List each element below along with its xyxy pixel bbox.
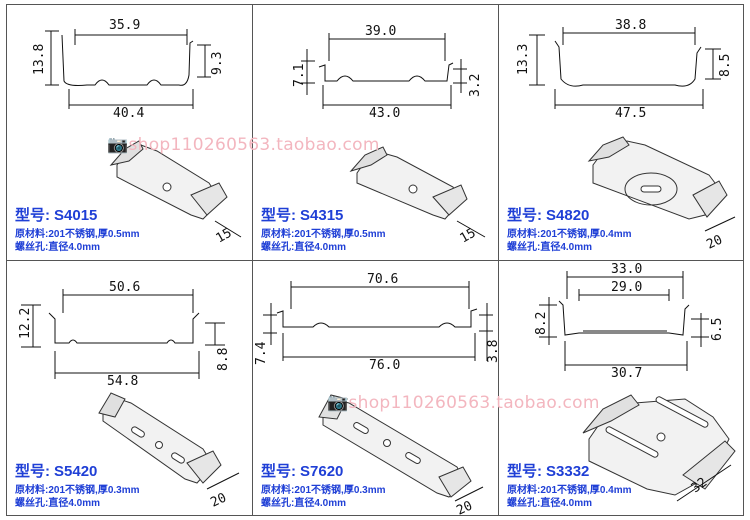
dim-top: 70.6 [367, 272, 398, 287]
dim-top: 39.0 [365, 24, 396, 39]
dim-bottom: 30.7 [611, 366, 642, 381]
model-label: 型号:S4820 [507, 207, 590, 224]
bracket-3d-view: 20 [587, 136, 736, 253]
profile-drawing: 20 50.6 54.8 12.2 8.8 [18, 280, 240, 511]
material-spec: 原材料:201不锈钢,厚0.5mm [261, 229, 386, 240]
dim-width: 20 [704, 232, 725, 252]
dim-left: 7.4 [254, 341, 269, 365]
catalog-grid: 15 35.9 40.4 13.8 9.3 型号:S4015 原材料:201不锈… [6, 4, 745, 517]
bracket-3d-view: 15 [349, 146, 486, 247]
model-label: 型号:S3332 [507, 463, 590, 480]
dim-width: 15 [458, 226, 479, 247]
dim-width: 15 [214, 226, 235, 247]
model-label: 型号:S4015 [15, 207, 98, 224]
dim-right: 8.8 [216, 348, 231, 371]
hole-spec: 螺丝孔:直径4.0mm [507, 242, 593, 253]
dim-bottom: 43.0 [369, 106, 400, 121]
profile-drawing: 15 35.9 40.4 13.8 9.3 [32, 18, 242, 247]
product-cell-s7620: 20 70.6 76.0 7.4 3.8 型号:S7620 原材料:201不锈钢… [253, 261, 499, 517]
dim-left: 12.2 [18, 308, 33, 339]
model-label: 型号:S4315 [261, 207, 344, 224]
dim-bottom: 47.5 [615, 106, 646, 121]
dim-bottom: 40.4 [113, 106, 144, 121]
dim-width: 32 [689, 475, 710, 496]
watermark: 📷shop110260563.taobao.com [107, 135, 380, 155]
dim-top: 33.0 [611, 262, 642, 277]
bracket-3d-view: 20 [318, 394, 484, 517]
bracket-3d-view: 15 [109, 140, 242, 247]
dim-bottom: 54.8 [107, 374, 138, 389]
material-spec: 原材料:201不锈钢,厚0.3mm [15, 485, 140, 496]
dim-right: 6.5 [710, 318, 725, 341]
dim-right: 8.5 [718, 54, 733, 77]
material-spec: 原材料:201不锈钢,厚0.5mm [15, 229, 140, 240]
product-cell-s3332: 32 33.0 29.0 30.7 8.2 6.5 型号:S3332 原材料:2… [499, 261, 745, 517]
product-cell-s4015: 15 35.9 40.4 13.8 9.3 型号:S4015 原材料:201不锈… [7, 5, 253, 261]
dim-width: 20 [454, 498, 475, 517]
dim-width: 20 [208, 490, 229, 510]
bracket-3d-view: 20 [98, 392, 240, 511]
bracket-3d-view: 32 [582, 394, 736, 502]
dim-right: 3.2 [468, 74, 483, 97]
dim-right: 9.3 [210, 52, 225, 75]
profile-drawing: 20 38.8 47.5 13.3 8.5 [516, 18, 736, 253]
product-cell-s4315: 15 39.0 43.0 7.1 3.2 型号:S4315 原材料:201不锈钢… [253, 5, 499, 261]
product-cell-s4820: 20 38.8 47.5 13.3 8.5 型号:S4820 原材料:201不锈… [499, 5, 745, 261]
watermark: 📷shop110260563.taobao.com [327, 393, 600, 413]
profile-drawing: 32 33.0 29.0 30.7 8.2 6.5 [534, 262, 736, 502]
hole-spec: 螺丝孔:直径4.0mm [261, 498, 347, 509]
model-label: 型号:S7620 [261, 463, 344, 480]
grid-divider [7, 260, 743, 261]
dim-top: 50.6 [109, 280, 140, 295]
hole-spec: 螺丝孔:直径4.0mm [507, 498, 593, 509]
profile-drawing: 20 70.6 76.0 7.4 3.8 [254, 272, 499, 517]
dim-top: 38.8 [615, 18, 646, 33]
profile-drawing: 15 39.0 43.0 7.1 3.2 [292, 24, 486, 247]
product-cell-s5420: 20 50.6 54.8 12.2 8.8 型号:S5420 原材料:201不锈… [7, 261, 253, 517]
dim-bottom: 76.0 [369, 358, 400, 373]
dim-right: 3.8 [486, 340, 499, 363]
dim-left: 7.1 [292, 64, 307, 87]
hole-spec: 螺丝孔:直径4.0mm [261, 242, 347, 253]
hole-spec: 螺丝孔:直径4.0mm [15, 242, 101, 253]
hole-spec: 螺丝孔:直径4.0mm [15, 498, 101, 509]
model-label: 型号:S5420 [15, 463, 98, 480]
material-spec: 原材料:201不锈钢,厚0.3mm [261, 485, 386, 496]
material-spec: 原材料:201不锈钢,厚0.4mm [507, 485, 632, 496]
dim-left: 13.8 [32, 44, 47, 75]
dim-left: 13.3 [516, 44, 531, 75]
dim-top-inner: 29.0 [611, 280, 642, 295]
material-spec: 原材料:201不锈钢,厚0.4mm [507, 229, 632, 240]
dim-top: 35.9 [109, 18, 140, 33]
dim-left: 8.2 [534, 312, 549, 335]
